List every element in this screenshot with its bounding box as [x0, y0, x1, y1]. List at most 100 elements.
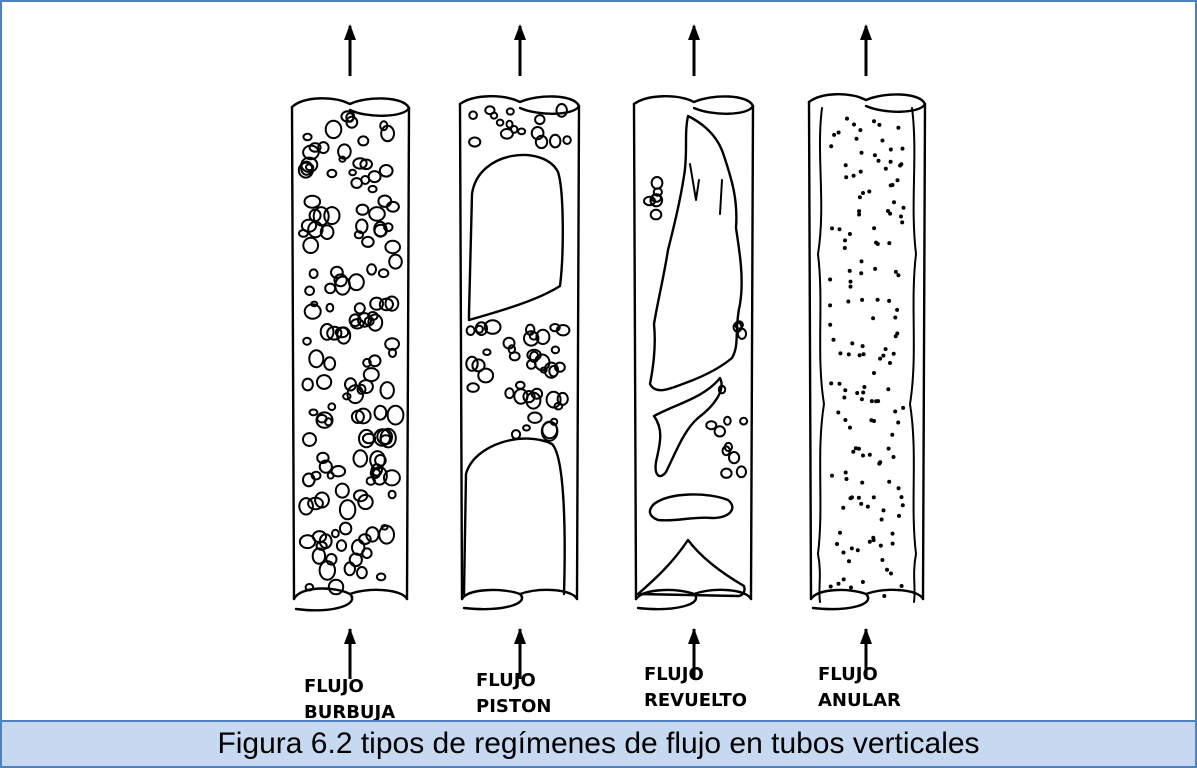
liquid-film-right — [910, 108, 916, 602]
bubble — [340, 500, 355, 519]
droplet — [829, 144, 833, 148]
bubble — [518, 129, 525, 135]
droplet — [874, 241, 878, 245]
caption-bar: Figura 6.2 tipos de regímenes de flujo e… — [0, 720, 1197, 768]
droplet — [850, 341, 854, 345]
droplet — [878, 460, 882, 464]
bubble — [327, 304, 334, 312]
droplet — [877, 159, 881, 163]
droplet — [891, 183, 895, 187]
bubble — [336, 484, 349, 498]
droplet — [835, 542, 839, 546]
bubble — [476, 326, 483, 333]
droplet — [872, 371, 876, 375]
tube-label-line2: BURBUJA — [304, 702, 395, 722]
droplet — [843, 388, 847, 392]
droplet — [829, 381, 833, 385]
droplet — [837, 582, 841, 586]
bubble — [299, 498, 313, 514]
arrow-head — [688, 628, 700, 644]
bubble — [469, 138, 480, 147]
bubble — [349, 274, 364, 290]
arrow-head — [514, 628, 526, 644]
bubble — [303, 134, 311, 141]
arrow-head — [344, 24, 356, 40]
droplet — [861, 191, 865, 195]
droplet — [852, 174, 856, 178]
droplet — [830, 474, 834, 478]
arrow-head — [514, 24, 526, 40]
bubble — [303, 379, 313, 391]
bubble — [382, 525, 388, 530]
liquid-film-left — [818, 108, 824, 602]
bubble — [303, 238, 318, 253]
gas-slug — [469, 155, 563, 320]
droplet — [881, 354, 885, 358]
tube-left-wall — [809, 102, 811, 599]
bubble — [303, 433, 316, 446]
bubble — [305, 196, 321, 208]
droplet — [862, 352, 866, 356]
bubble — [375, 406, 387, 420]
tube-annular-flow — [809, 24, 925, 679]
droplet — [862, 385, 866, 389]
bubble — [380, 165, 393, 177]
tube-label-line1: FLUJO — [304, 676, 364, 697]
droplet — [896, 126, 900, 130]
droplet — [882, 508, 886, 512]
droplet — [888, 361, 892, 365]
droplet — [892, 200, 896, 204]
droplet — [843, 418, 847, 422]
tube-bottom-ellipse — [811, 590, 923, 609]
droplet — [877, 123, 881, 127]
tube-label-line1: FLUJO — [644, 664, 704, 685]
droplet — [893, 410, 897, 414]
tube-right-wall — [923, 104, 925, 599]
droplet — [889, 148, 893, 152]
droplet — [832, 338, 836, 342]
droplet — [882, 594, 886, 598]
flow-regimes-diagram: FLUJO BURBUJA FLUJO PISTON FLUJO REVUELT… — [4, 4, 1197, 722]
droplet — [897, 514, 901, 518]
droplet — [901, 406, 905, 410]
droplet — [881, 139, 885, 143]
bubble — [337, 540, 346, 551]
bubble — [557, 104, 567, 117]
bubble — [370, 298, 383, 310]
droplet — [842, 396, 846, 400]
bubble — [535, 115, 544, 124]
arrow-head — [344, 628, 356, 644]
droplet — [842, 551, 846, 555]
droplet — [892, 455, 896, 459]
bubble — [724, 417, 731, 425]
droplet — [887, 480, 891, 484]
droplet — [848, 269, 852, 273]
droplet — [838, 351, 842, 355]
arrow-head — [860, 24, 872, 40]
bubble — [389, 255, 402, 269]
droplet — [880, 558, 884, 562]
bubble — [326, 121, 342, 138]
tube-churn-flow — [634, 24, 753, 679]
bubble — [379, 269, 388, 277]
tube-right-wall — [577, 106, 579, 599]
droplet — [896, 273, 900, 277]
droplet — [891, 532, 895, 536]
tube-top-ellipse — [634, 96, 753, 114]
bubble — [497, 120, 504, 126]
droplet — [857, 447, 861, 451]
droplet — [847, 559, 851, 563]
droplet — [872, 538, 876, 542]
bubble — [528, 413, 541, 423]
tube-bottom-ellipse — [636, 590, 751, 609]
droplet — [880, 518, 884, 522]
droplet — [861, 344, 865, 348]
droplet — [843, 246, 847, 250]
droplet — [887, 447, 891, 451]
bubble — [507, 108, 514, 114]
bubble — [552, 347, 559, 354]
droplet — [890, 433, 894, 437]
bubble — [737, 466, 746, 477]
bubble — [377, 574, 385, 581]
droplet — [867, 190, 871, 194]
